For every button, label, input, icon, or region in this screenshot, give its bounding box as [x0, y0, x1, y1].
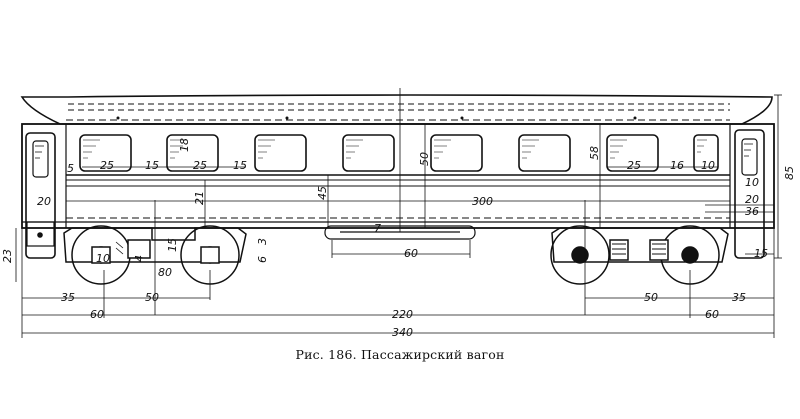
dim-length: 35 [732, 291, 746, 304]
end-door-left [25, 132, 56, 259]
window [79, 134, 132, 172]
body-outline [21, 123, 775, 229]
dim-height: 21 [193, 191, 206, 205]
dim-total-length: 340 [392, 326, 413, 339]
window [342, 134, 395, 172]
dim-length: 60 [705, 308, 719, 321]
dim-length: 50 [145, 291, 159, 304]
dim-pier-width: 15 [145, 159, 159, 172]
window [518, 134, 571, 172]
dim-pier-width: 16 [670, 159, 684, 172]
dimension-lines [15, 88, 782, 338]
dim-body-length: 300 [472, 195, 493, 208]
dim-height: 20 [37, 195, 51, 208]
window [166, 134, 219, 172]
roof-line [20, 94, 773, 125]
dim-height: 45 [316, 186, 329, 200]
wheel [550, 225, 610, 285]
dim-height: 36 [745, 205, 759, 218]
dim-bogie: 3 [256, 238, 269, 245]
dim-window-width: 10 [701, 159, 715, 172]
dim-length: 35 [61, 291, 75, 304]
dim-window-width: 25 [627, 159, 641, 172]
window [606, 134, 659, 172]
figure-caption: Рис. 186. Пассажирский вагон [295, 347, 505, 362]
dim-length: 50 [644, 291, 658, 304]
windows [79, 134, 719, 172]
dim-coupler-height: 23 [1, 249, 14, 263]
dim-height: 50 [418, 152, 431, 166]
dim-height: 58 [588, 146, 601, 160]
dim-length: 220 [392, 308, 413, 321]
dim-bogie: 4 [133, 255, 146, 262]
dim-window-width: 25 [100, 159, 114, 172]
dim-length: 15 [754, 247, 768, 260]
window [430, 134, 483, 172]
end-door-right [734, 129, 765, 259]
dim-bogie: 6 [256, 256, 269, 263]
dimension-labels: 25 15 25 15 25 16 10 5 18 50 58 10 45 21… [1, 138, 796, 339]
dim-length: 60 [404, 247, 418, 260]
passenger-car-drawing: 25 15 25 15 25 16 10 5 18 50 58 10 45 21… [1, 88, 796, 339]
dim-height: 18 [178, 138, 191, 152]
window [254, 134, 307, 172]
dim-height: 10 [745, 176, 759, 189]
dim-bogie: 80 [158, 266, 172, 279]
dim-height: 20 [745, 193, 759, 206]
dim-bogie: 10 [96, 252, 110, 265]
bogie-right [550, 225, 729, 285]
dim-window-width: 25 [193, 159, 207, 172]
dim-length: 60 [90, 308, 104, 321]
dim-pier-width: 15 [233, 159, 247, 172]
dim-coupler: 7 [374, 222, 381, 235]
dim-height: 5 [67, 162, 74, 175]
window [693, 134, 719, 172]
dim-total-height: 85 [783, 166, 796, 180]
dim-bogie: 15 [166, 238, 179, 252]
car-body [20, 94, 775, 229]
